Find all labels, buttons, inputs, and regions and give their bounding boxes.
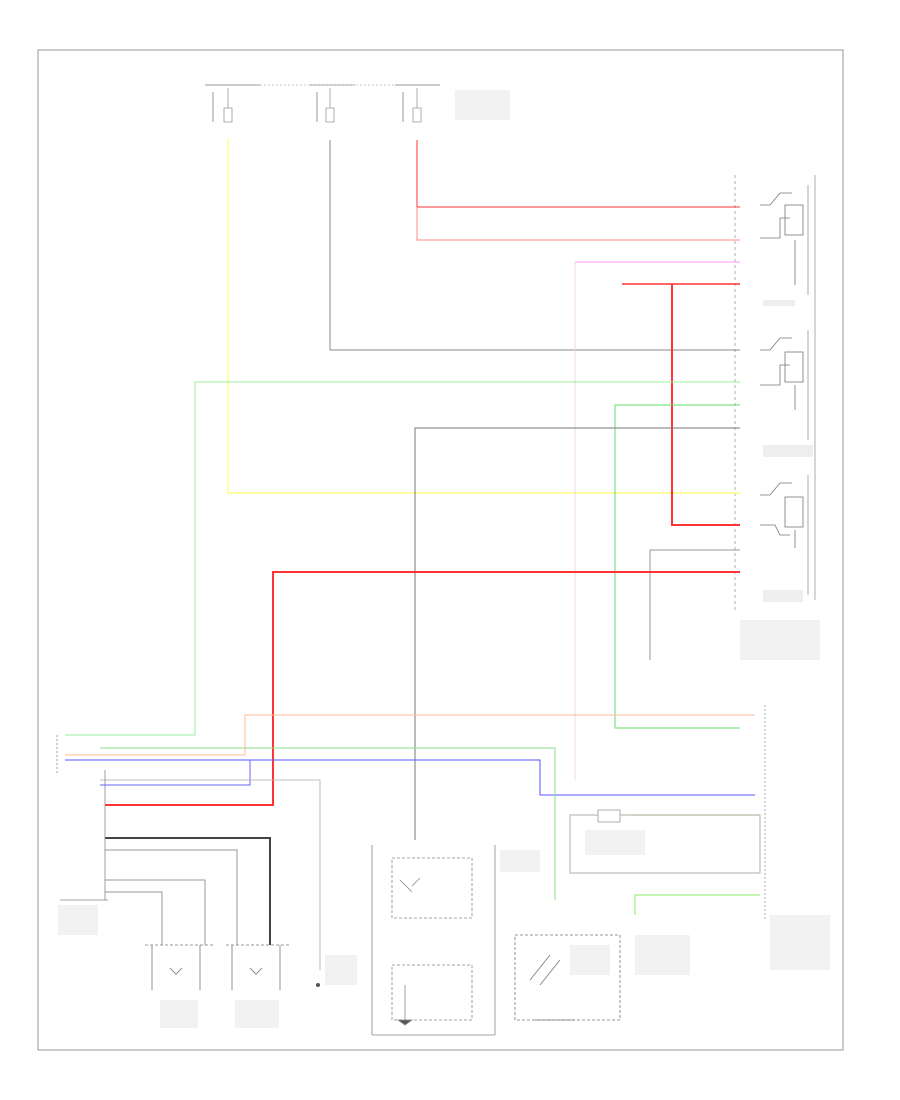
wire-green-lower [100, 747, 556, 900]
relay-label-3 [763, 590, 803, 602]
sensor-passenger-icon [226, 944, 290, 990]
wire-yellow [227, 138, 740, 494]
wire-green-right [614, 404, 740, 729]
right-module-inner-label [585, 830, 645, 855]
right-module-label [770, 915, 830, 970]
wire-red-heavy-vertical [671, 284, 740, 526]
wire-gray-mid-fuse [329, 140, 740, 351]
wire-darkgray-center [414, 427, 740, 840]
dual-pressure-label [635, 935, 690, 975]
wire-gray-relay3 [649, 549, 740, 660]
sensor-driver-label [160, 1000, 198, 1028]
wire-lightgreen-module [634, 894, 760, 915]
relay-2-icon [760, 337, 804, 410]
fuse-block-right [395, 84, 440, 123]
wire-blue-branch [100, 760, 251, 786]
wire-red-long [105, 571, 740, 806]
fuse-block-left [205, 84, 260, 123]
wire-gray-sensor-4 [105, 879, 206, 945]
relay-label-2 [763, 445, 813, 457]
relay-label-1 [763, 300, 795, 306]
sensor-passenger-label [235, 1000, 279, 1028]
relay-1-icon [760, 192, 804, 285]
diagram-border [37, 49, 844, 1051]
fuse-note-text [455, 90, 510, 120]
center-module-block [371, 845, 496, 1036]
wire-black-sensor-1 [105, 837, 271, 945]
wire-red-upper [416, 140, 740, 208]
wire-green-loop [65, 381, 740, 736]
fuse-block-mid [310, 84, 355, 123]
right-control-module [569, 705, 766, 920]
sensor-driver-icon [145, 944, 215, 990]
wire-gray-sensor-3 [105, 891, 163, 945]
pressure-switch-icon [514, 934, 621, 1021]
wire-gray-sensor-2 [105, 849, 238, 945]
relay-block-note [740, 620, 820, 660]
wire-red-lower [416, 207, 740, 241]
relay-3-icon [760, 482, 804, 548]
center-module-label [500, 850, 540, 872]
pressure-switch-label [570, 945, 610, 975]
wire-gray-sensor [100, 779, 321, 970]
wire-blue [65, 759, 755, 796]
right-module-connector-labels [700, 700, 760, 910]
ground-label [325, 955, 357, 985]
relay-panel-frame [734, 175, 816, 610]
wire-orange [65, 714, 755, 756]
left-sensor-block [56, 735, 108, 901]
ground-point [316, 983, 320, 987]
left-sensor-label [58, 905, 98, 935]
